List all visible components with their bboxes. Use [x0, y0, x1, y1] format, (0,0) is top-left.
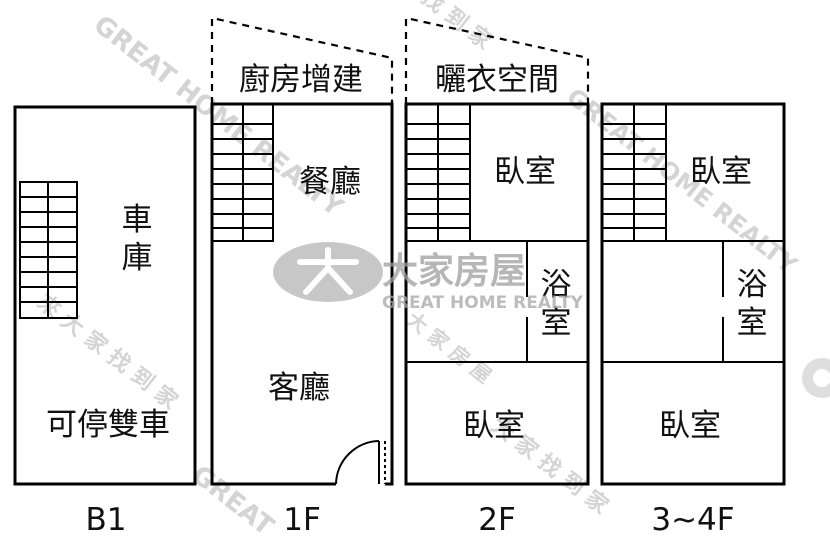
- 2f-extension-dashed-outline: [404, 16, 590, 104]
- 1f-outer-wall: [210, 102, 394, 486]
- 3-4f-floor-label: 3~4F: [651, 502, 734, 538]
- 1f-staircase: [212, 104, 274, 242]
- b1-staircase: [19, 181, 78, 319]
- b1-parking-label: 可停雙車: [46, 407, 170, 443]
- 3-4f-interior-walls: [602, 240, 784, 363]
- 2f-outer-wall: [404, 102, 590, 486]
- 1f-kitchen-extension-label: 廚房增建: [239, 62, 363, 98]
- 3-4f-bedroom-top-label: 臥室: [690, 154, 752, 190]
- watermark-corner-en-text: GREAT: [186, 460, 280, 542]
- brand-logo-icon: [273, 242, 383, 302]
- 2f-bedroom-bottom-label: 臥室: [463, 408, 525, 444]
- 3-4f-bathroom-label-top: 浴: [737, 267, 768, 303]
- watermark-diagonal-cn-text: 來 大 家 找 到 家: [32, 289, 183, 415]
- watermark-diagonal-cn-text-top: 找 到 家: [416, 0, 497, 55]
- brand-logo-chinese-text: 大家房屋: [382, 251, 526, 292]
- b1-floor-label: B1: [86, 502, 127, 538]
- 2f-staircase: [406, 104, 471, 242]
- b1-outer-wall: [13, 105, 197, 486]
- 1f-dining-label: 餐廳: [299, 164, 361, 200]
- 2f-bathroom-label-bottom: 室: [541, 305, 572, 341]
- floor-3-4f: 臥室 浴 室 臥室 3~4F: [600, 102, 786, 538]
- b1-garage-label-bottom: 庫: [122, 240, 153, 276]
- 1f-extension-dashed-outline: [210, 16, 394, 104]
- 1f-entry-door: [335, 440, 386, 487]
- 3-4f-outer-wall: [600, 102, 786, 486]
- brand-logo-watermark: 大家房屋 GREAT HOME REALTY: [273, 242, 584, 313]
- 2f-bedroom-top-label: 臥室: [494, 154, 556, 190]
- watermark-diagonal-en-text-right: GREAT HOME REALTY: [561, 83, 802, 280]
- watermark-diagonal-cn-text-mid: 大 家 房 屋: [402, 307, 496, 388]
- 1f-living-label: 客廳: [268, 370, 330, 406]
- 3-4f-bathroom-label-bottom: 室: [737, 305, 768, 341]
- 2f-floor-label: 2F: [478, 502, 516, 538]
- brand-logo-english-text: GREAT HOME REALTY: [382, 293, 584, 313]
- floor-2f: 曬衣空間 臥室 浴 室 臥室 2F: [404, 16, 590, 538]
- watermark-round-logo-icon: [802, 358, 830, 398]
- 2f-bathroom-label-top: 浴: [541, 267, 572, 303]
- floor-b1: 車 庫 可停雙車 B1: [13, 105, 197, 538]
- 2f-interior-walls: [406, 240, 588, 363]
- 1f-floor-label: 1F: [283, 502, 321, 538]
- 3-4f-bedroom-bottom-label: 臥室: [659, 408, 721, 444]
- 2f-laundry-label: 曬衣空間: [435, 62, 559, 98]
- b1-garage-label-top: 車: [122, 202, 153, 238]
- floor-1f: 廚房增建 餐廳 客廳 1F: [210, 16, 394, 538]
